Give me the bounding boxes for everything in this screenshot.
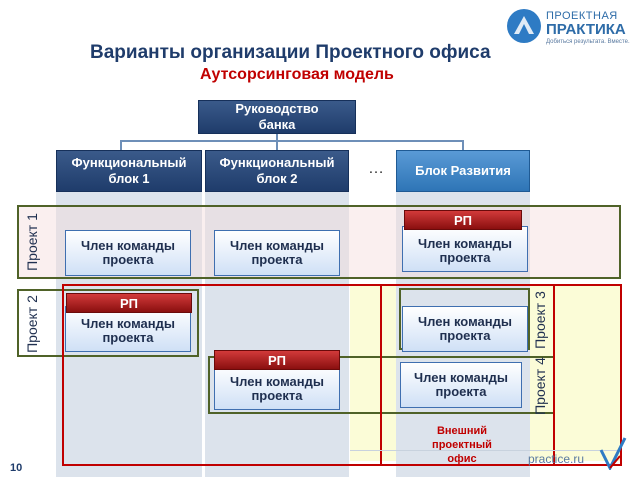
external-office-bg bbox=[350, 286, 396, 461]
company-logo: ПРОЕКТНАЯ ПРАКТИКА Добиться результата. … bbox=[506, 6, 636, 46]
page-number: 10 bbox=[10, 462, 23, 474]
logo-mark-icon bbox=[507, 9, 541, 43]
rp-badge-p2: РП bbox=[66, 293, 192, 313]
rp-badge-p1: РП bbox=[404, 210, 522, 230]
external-office-label: Внешний проектный офис bbox=[432, 425, 492, 465]
project-1-label: Проект 1 bbox=[24, 213, 40, 271]
connector-drop-3 bbox=[462, 140, 464, 150]
member-p4-col2: Член команды проекта bbox=[214, 364, 340, 410]
checkmark-logo-icon bbox=[599, 437, 627, 470]
external-office-bg-right bbox=[530, 286, 620, 461]
external-office-frame-right bbox=[380, 284, 622, 466]
member-p1-col3: Член команды проекта bbox=[402, 226, 528, 272]
block-header-1: Функциональный блок 1 bbox=[56, 150, 202, 192]
member-p3-col3: Член команды проекта bbox=[402, 306, 528, 352]
page-subtitle: Аутсорсинговая модель bbox=[200, 66, 394, 83]
connector-drop-2 bbox=[276, 140, 278, 150]
project-2-label: Проект 2 bbox=[24, 295, 40, 353]
footer-site: practice.ru bbox=[528, 452, 585, 466]
member-p1-col1: Член команды проекта bbox=[65, 230, 191, 276]
project-4-label: Проект 4 bbox=[532, 357, 548, 415]
rp-badge-p4: РП bbox=[214, 350, 340, 370]
footer-line bbox=[350, 450, 620, 451]
member-p1-col2: Член команды проекта bbox=[214, 230, 340, 276]
connector-drop-1 bbox=[120, 140, 122, 150]
org-top-box: Руководство банка bbox=[198, 100, 356, 134]
page-title: Варианты организации Проектного офиса bbox=[90, 42, 491, 63]
block-header-3: Блок Развития bbox=[396, 150, 530, 192]
logo-text-line1: ПРОЕКТНАЯ bbox=[546, 10, 618, 22]
project-2-frame bbox=[17, 289, 199, 357]
member-p4-col3: Член команды проекта bbox=[400, 362, 522, 408]
logo-text-line2: ПРАКТИКА bbox=[546, 21, 626, 38]
logo-tagline: Добиться результата. Вместе. bbox=[546, 39, 630, 45]
connector-horizontal bbox=[120, 140, 464, 142]
project-3-label: Проект 3 bbox=[532, 291, 548, 349]
ellipsis-text: … bbox=[368, 160, 384, 177]
block-header-2: Функциональный блок 2 bbox=[205, 150, 349, 192]
connector-vertical-top bbox=[276, 133, 278, 141]
external-office-frame-left bbox=[62, 284, 555, 466]
